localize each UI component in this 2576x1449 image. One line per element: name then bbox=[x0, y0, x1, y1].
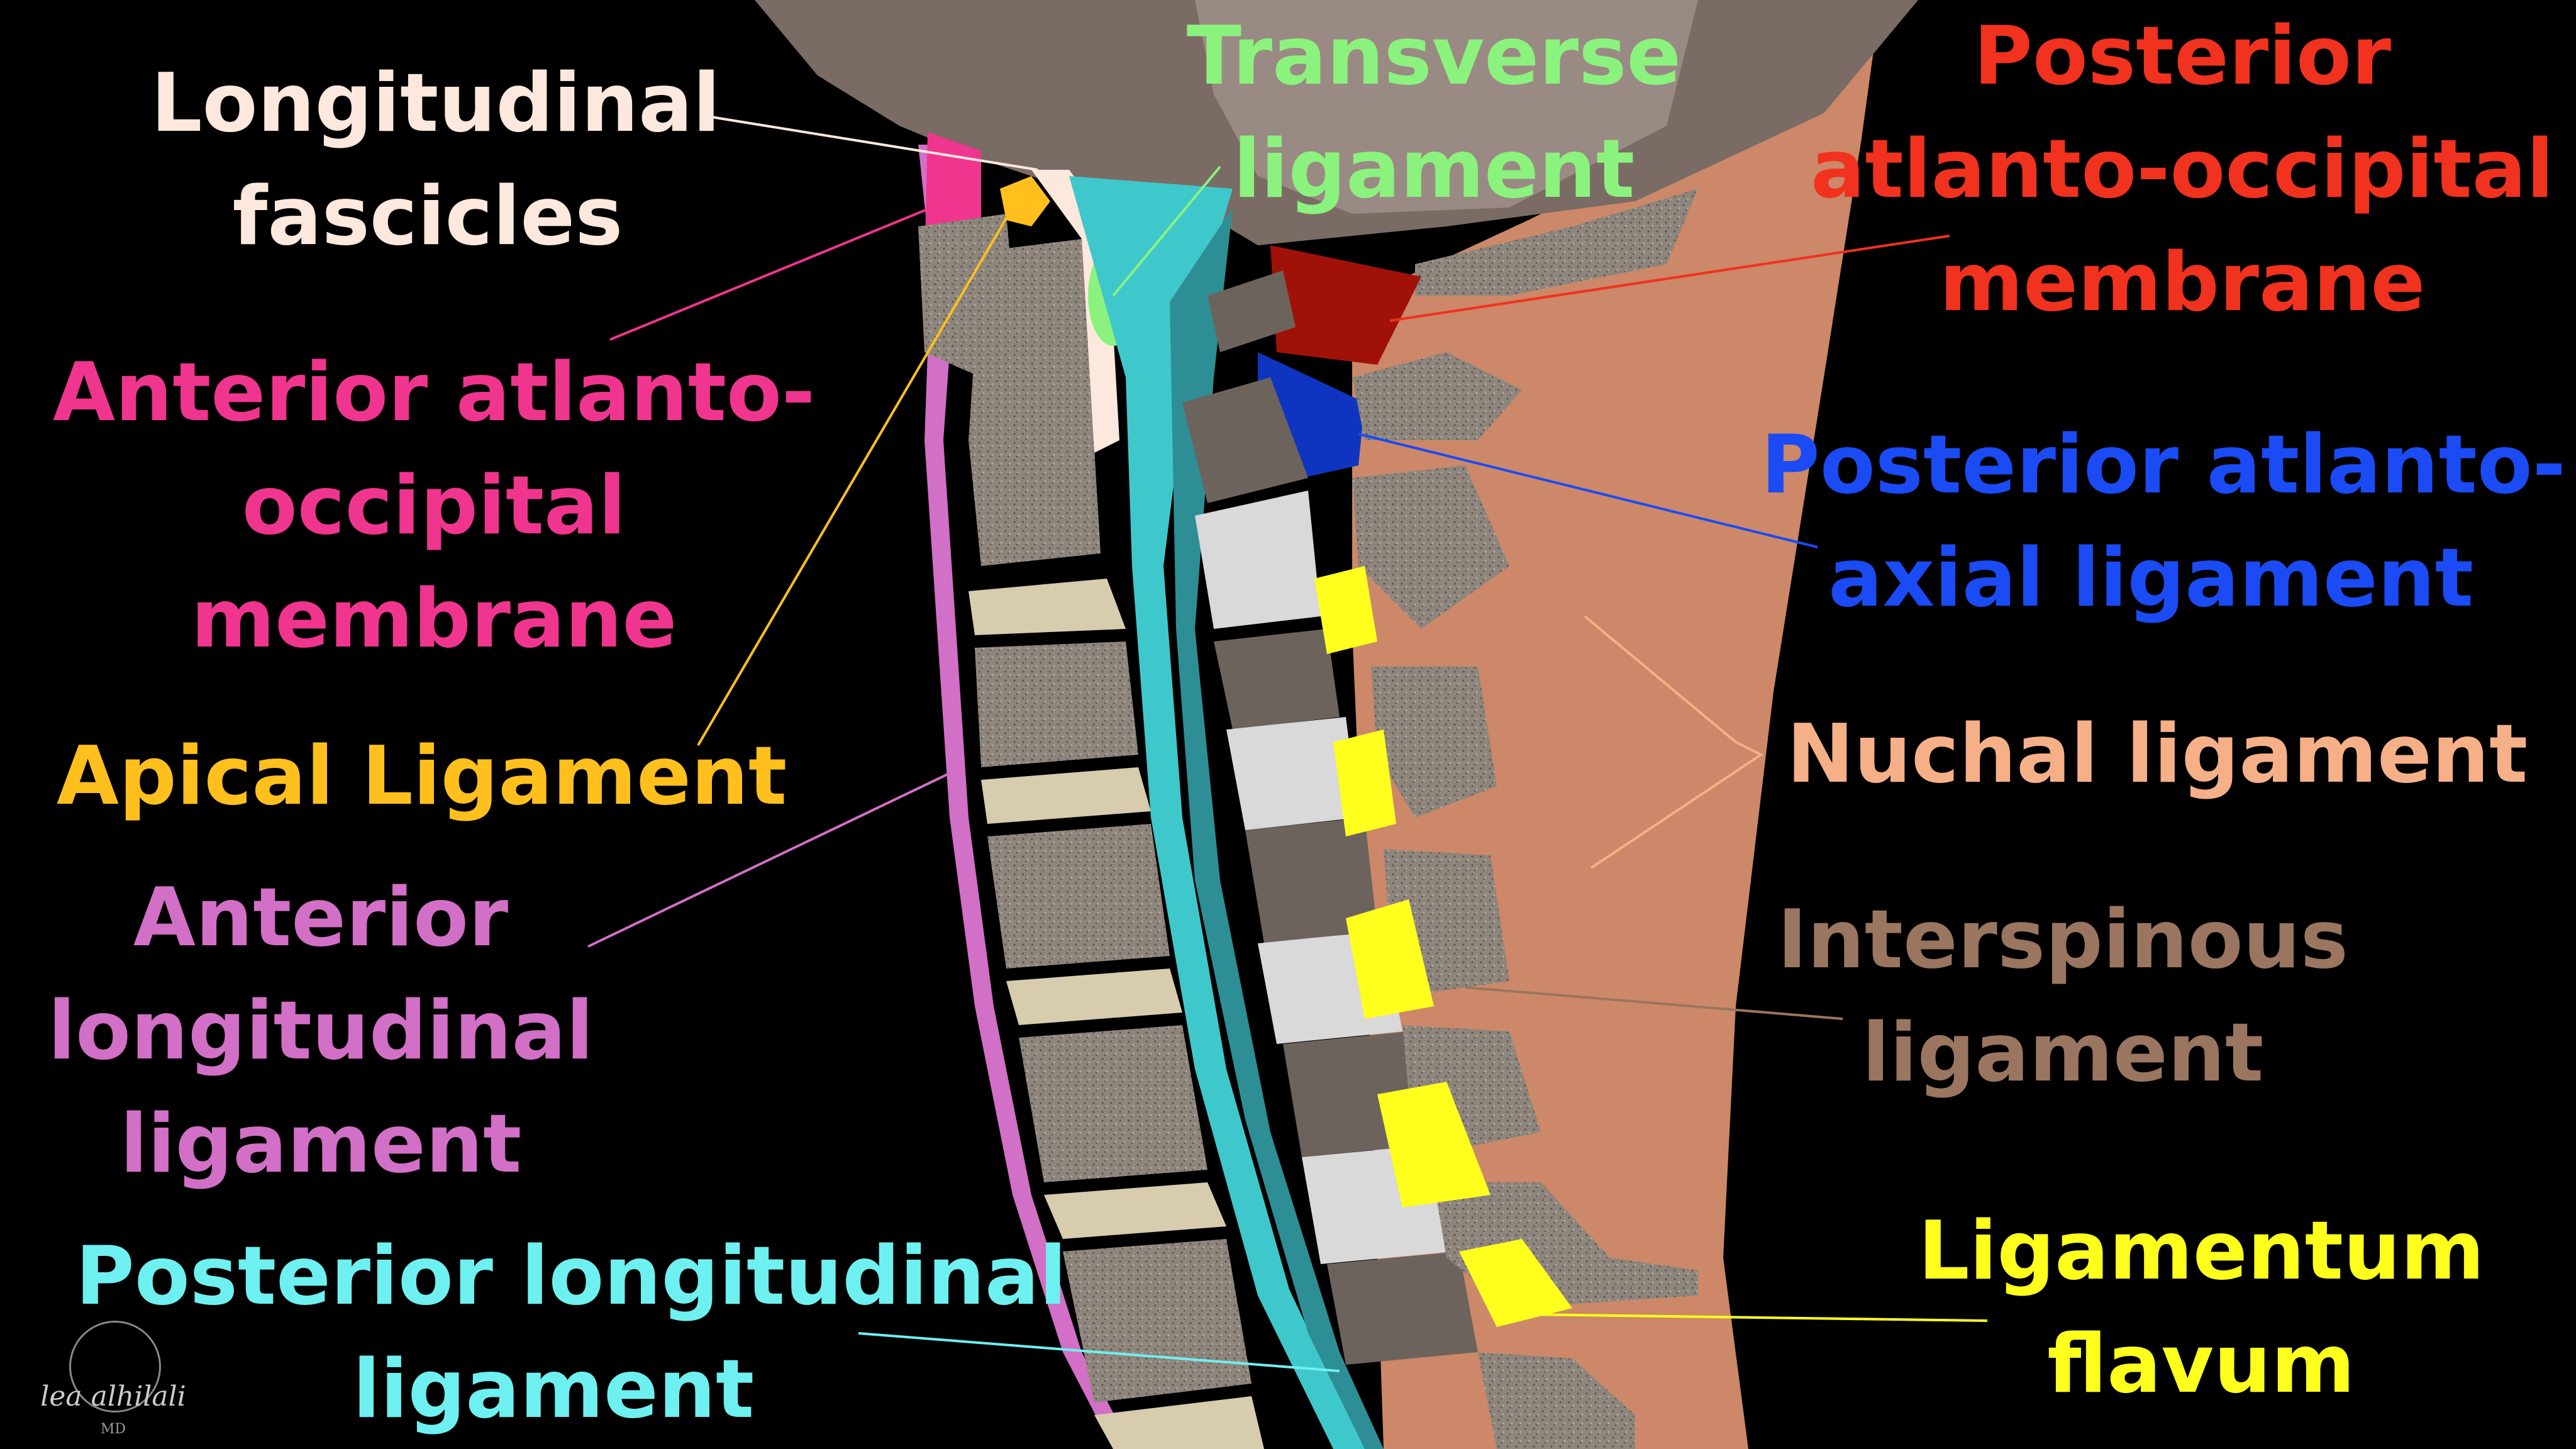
ligamentum-flavum bbox=[1314, 566, 1572, 1327]
leader-lines bbox=[587, 115, 1988, 1372]
occipital-bone-rear bbox=[1415, 189, 1698, 296]
label-posterior-atlanto-axial-ligament: Posterior atlanto- axial ligament bbox=[1761, 418, 2566, 625]
label-posterior-longitudinal-ligament: Posterior longitudinal ligament bbox=[75, 1230, 1067, 1436]
label-nuchal-ligament: Nuchal ligament bbox=[1786, 708, 2528, 801]
leader-interspinous-ligament bbox=[1465, 986, 1843, 1020]
watermark-ring bbox=[69, 1321, 161, 1413]
label-anterior-longitudinal-ligament: Anterior longitudinal ligament bbox=[48, 871, 594, 1191]
author-watermark: lea alhilali MD bbox=[31, 1321, 195, 1446]
leader-apical-ligament bbox=[697, 206, 1014, 747]
posterior-atlanto-occipital-membrane bbox=[1270, 245, 1421, 365]
leader-anterior-atlanto-occipital bbox=[609, 194, 963, 341]
spinal-canal bbox=[1170, 208, 1384, 1449]
leader-ligamentum-flavum bbox=[1528, 1313, 1988, 1322]
leader-posterior-atlanto-occipital bbox=[1389, 235, 1950, 322]
skull-inner-bone bbox=[1195, 0, 1698, 214]
label-interspinous-ligament: Interspinous ligament bbox=[1777, 893, 2348, 1100]
label-ligamentum-flavum: Ligamentum flavum bbox=[1918, 1204, 2485, 1411]
leader-posterior-longitudinal bbox=[858, 1332, 1340, 1372]
leader-transverse-ligament bbox=[1112, 165, 1221, 297]
apical-ligament bbox=[1000, 176, 1050, 226]
posterior-longitudinal-ligament bbox=[1069, 176, 1365, 1449]
leader-longitudinal-fascicles bbox=[707, 115, 1038, 171]
label-posterior-atlanto-occipital-membrane: Posterior atlanto-occipital membrane bbox=[1811, 9, 2554, 330]
label-apical-ligament: Apical Ligament bbox=[57, 730, 787, 823]
label-anterior-atlanto-occipital-membrane: Anterior atlanto- occipital membrane bbox=[53, 346, 815, 666]
vertebral-bodies bbox=[918, 214, 1264, 1449]
leader-anterior-longitudinal bbox=[587, 766, 963, 948]
watermark-credential: MD bbox=[100, 1421, 126, 1437]
label-longitudinal-fascicles: Longitudinal fascicles bbox=[151, 57, 721, 264]
label-transverse-ligament: Transverse ligament bbox=[1186, 9, 1682, 216]
leader-nuchal-ligament bbox=[1584, 615, 1763, 869]
watermark-signature: lea alhilali bbox=[40, 1380, 186, 1413]
leader-posterior-atlanto-axial bbox=[1358, 433, 1818, 548]
